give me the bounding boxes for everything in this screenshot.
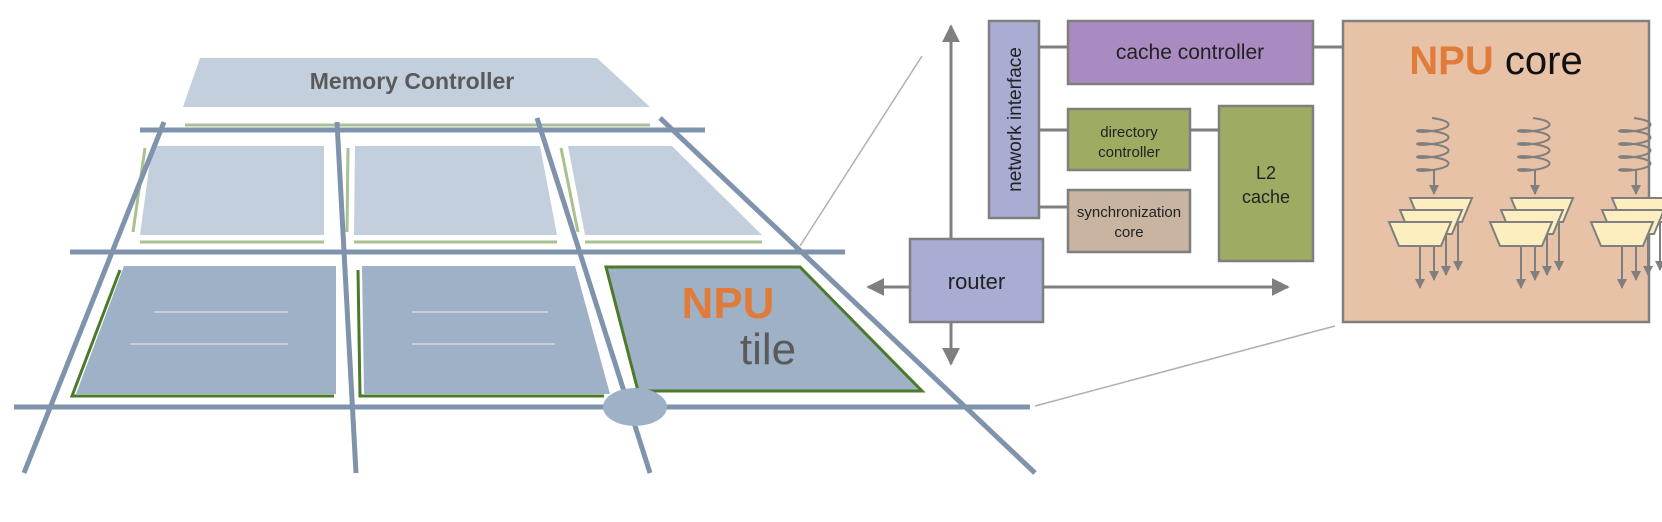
interconnect-wires bbox=[14, 116, 1037, 475]
tile-back-right bbox=[568, 146, 762, 235]
alu-unit-icon bbox=[1387, 221, 1453, 247]
network-interface-block bbox=[987, 19, 1041, 220]
npu-core-label-npu: NPU bbox=[1409, 39, 1493, 83]
thread-units bbox=[1387, 117, 1662, 289]
l2-cache-label-line1: L2 bbox=[1256, 163, 1276, 183]
tile-detail: network interface cache controller direc… bbox=[866, 19, 1662, 366]
npu-tile-label-tile: tile bbox=[740, 325, 796, 374]
alu-unit-icon bbox=[1488, 221, 1554, 247]
l2-cache-label-line2: cache bbox=[1242, 187, 1290, 207]
router-node bbox=[603, 388, 667, 426]
thread-icon bbox=[1416, 117, 1450, 172]
tile-front-middle bbox=[362, 266, 610, 394]
npu-tile-label-npu: NPU bbox=[682, 279, 775, 328]
memory-controller-block bbox=[183, 58, 650, 107]
cache-controller-block bbox=[1066, 19, 1315, 86]
synchronization-core-block bbox=[1066, 188, 1192, 254]
tile-back-middle bbox=[354, 146, 557, 235]
npu-core-label-core: core bbox=[1505, 39, 1583, 83]
memory-controller-label: Memory Controller bbox=[310, 68, 515, 94]
network-interface-label: network interface bbox=[1005, 47, 1026, 192]
directory-controller-label-line2: controller bbox=[1098, 144, 1160, 161]
directory-controller-label-line1: directory bbox=[1100, 124, 1158, 141]
thread-icon bbox=[1517, 117, 1551, 172]
directory-controller-block bbox=[1066, 107, 1192, 172]
tile-grid: Memory Controller NPU tile bbox=[14, 58, 1037, 475]
tile-front-left bbox=[76, 266, 336, 394]
npu-core-block bbox=[1341, 19, 1651, 324]
npu-core-label: NPU core bbox=[1409, 39, 1582, 83]
cache-controller-label: cache controller bbox=[1116, 41, 1264, 64]
zoom-line-top bbox=[799, 55, 923, 247]
router-block bbox=[908, 237, 1045, 324]
tile-back-left bbox=[140, 146, 324, 235]
zoom-line-bottom bbox=[1034, 325, 1336, 407]
synchronization-core-label-line2: core bbox=[1114, 224, 1143, 241]
l2-cache-block bbox=[1217, 104, 1315, 263]
synchronization-core-label-line1: synchronization bbox=[1077, 204, 1181, 221]
router-label: router bbox=[948, 269, 1005, 294]
alu-unit-icon bbox=[1589, 221, 1655, 247]
thread-icon bbox=[1618, 117, 1652, 172]
npu-tile bbox=[604, 265, 926, 393]
